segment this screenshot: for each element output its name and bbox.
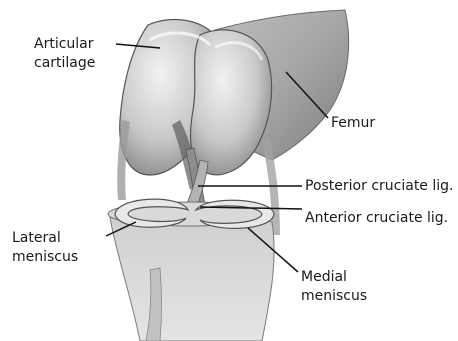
label-femur: Femur xyxy=(331,114,375,133)
label-medial-meniscus: Medial meniscus xyxy=(301,268,367,306)
label-anterior-cruciate: Anterior cruciate lig. xyxy=(305,209,448,228)
label-medial-meniscus-line2: meniscus xyxy=(301,287,367,306)
label-articular-cartilage-line1: Articular xyxy=(34,35,95,54)
label-lateral-meniscus: Lateral meniscus xyxy=(12,229,78,267)
label-lateral-meniscus-line2: meniscus xyxy=(12,248,78,267)
label-articular-cartilage: Articular cartilage xyxy=(34,35,95,73)
label-lateral-meniscus-line1: Lateral xyxy=(12,229,78,248)
label-medial-meniscus-line1: Medial xyxy=(301,268,367,287)
label-articular-cartilage-line2: cartilage xyxy=(34,54,95,73)
label-posterior-cruciate: Posterior cruciate lig. xyxy=(305,177,453,196)
